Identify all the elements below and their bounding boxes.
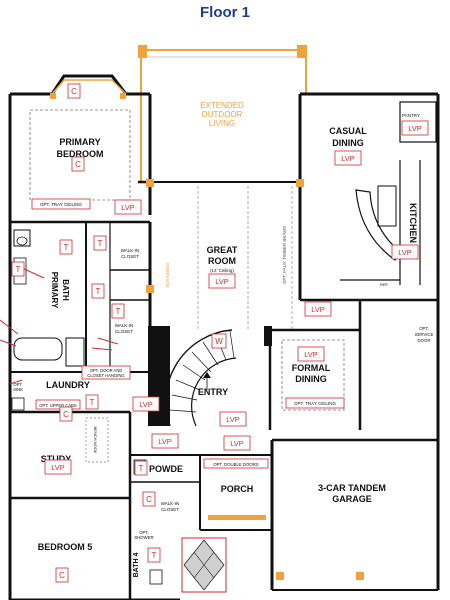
bedroom5-label: BEDROOM 5	[38, 542, 93, 552]
primary-bedroom: PRIMARY BEDROOM OPT. TRAY CEILING	[10, 74, 150, 210]
walkin-closet-2a: WALK-IN	[115, 323, 134, 328]
opt-faux-timber-beams: OPT. FAUX TIMBER BEAMS	[282, 226, 287, 284]
formal-dining: FORMAL DINING OPT. TRAY CEILING	[281, 339, 345, 411]
tile-tag-8: T	[152, 551, 157, 560]
walkin-closet-1b: CLOSET	[121, 254, 139, 259]
wood-tag: W	[215, 337, 223, 346]
porch: OPT. DOUBLE DOORS PORCH	[203, 458, 269, 520]
porch-label: PORCH	[221, 484, 254, 494]
opt-shower-2: SHOWER	[134, 535, 153, 540]
entry-tile-pattern	[181, 537, 227, 593]
primary-bedroom-label-1: PRIMARY	[59, 137, 100, 147]
ceiling-note: (14' Ceiling)	[210, 268, 234, 273]
lvp-tag-10: LVP	[158, 437, 172, 446]
service-door-1: OPT.	[419, 326, 429, 331]
primary-bath-label-1: PRIMARY	[50, 272, 59, 309]
lvp-tag-12: LVP	[51, 463, 65, 472]
study: BENCH NOOK STUDY	[41, 417, 109, 464]
primary-bath-label-2: BATH	[61, 279, 70, 301]
lvp-tags: LVP LVP LVP LVP LVP LVP LVP LVP LVP LVP …	[44, 120, 429, 475]
opening-markers	[146, 179, 364, 580]
opt-shower-1: OPT.	[139, 530, 149, 535]
opt-door-closet-2: CLOSET HANGING	[87, 373, 124, 378]
pantry-label: PANTRY	[402, 113, 420, 118]
laundry: LAUNDRY OPT. DOOR AND CLOSET HANGING OPT…	[11, 365, 131, 411]
opt-double-doors: OPT. DOUBLE DOORS	[213, 462, 258, 467]
lvp-tag-7: LVP	[304, 350, 318, 359]
walkin-closet-3b: CLOSET	[161, 507, 179, 512]
opt-tray-primary: OPT. TRAY CEILING	[40, 202, 83, 207]
lvp-tag-2: LVP	[408, 124, 422, 133]
lvp-tag-8: LVP	[139, 400, 153, 409]
opt-upper-cabs: OPT. UPPER CABS	[39, 403, 77, 408]
kitchen-label: KITCHEN	[408, 203, 418, 243]
service-door-3: DOOR	[418, 338, 431, 343]
casual-dining: CASUAL DINING	[329, 126, 367, 148]
laundry-label: LAUNDRY	[46, 380, 90, 390]
carpet-tag-3: C	[63, 410, 69, 419]
bench-nook-label: BENCH NOOK	[93, 427, 98, 454]
outdoor-label-2: OUTDOOR	[202, 110, 243, 119]
carpet-tag-5: C	[59, 571, 65, 580]
opt-tray-formal: OPT. TRAY CEILING	[294, 401, 337, 406]
outdoor-label-1: EXTENDED	[200, 101, 244, 110]
tile-tag-5: T	[116, 307, 121, 316]
walls	[8, 92, 440, 600]
study-label: STUDY	[41, 454, 72, 464]
lvp-tag-11: LVP	[230, 439, 244, 448]
walkin-closet-1a: WALK-IN	[121, 248, 140, 253]
opt-sink-2: SINK	[13, 387, 23, 392]
fireplace-label: FIREPLACE	[165, 262, 170, 287]
staircase	[148, 326, 272, 427]
lvp-tag-3: LVP	[341, 154, 355, 163]
lvp-tag-4: LVP	[398, 248, 412, 257]
carpet-tag-2: C	[75, 160, 81, 169]
powder-label: POWDE	[149, 464, 183, 474]
lvp-tag-9: LVP	[226, 415, 240, 424]
tile-tag-4: T	[96, 287, 101, 296]
ref-label: REF	[380, 282, 389, 287]
opt-sink-1: OPT.	[13, 382, 22, 387]
kitchen: PANTRY REF KITCHEN	[340, 101, 437, 287]
lvp-tag-6: LVP	[311, 305, 325, 314]
tile-tag-6: T	[90, 398, 95, 407]
great-room-label-1: GREAT	[207, 245, 238, 255]
lvp-tag-5: LVP	[215, 277, 229, 286]
entry-label: ENTRY	[198, 387, 228, 397]
great-room-label-2: ROOM	[208, 256, 236, 266]
extended-outdoor-living: EXTENDED OUTDOOR LIVING	[138, 45, 307, 182]
garage-label-2: GARAGE	[332, 494, 372, 504]
carpet-tag-4: C	[146, 495, 152, 504]
garage-label-1: 3-CAR TANDEM	[318, 483, 386, 493]
tile-tag-3: T	[16, 265, 21, 274]
tile-tag-1: T	[98, 239, 103, 248]
flooring-tags: C C C C C T T T T T T T T W	[11, 83, 227, 583]
bath4-label: BATH 4	[133, 553, 140, 578]
bedroom-5: BEDROOM 5	[38, 542, 93, 552]
tile-tag-7: T	[139, 464, 144, 473]
formal-dining-label-1: FORMAL	[292, 363, 331, 373]
carpet-tag-1: C	[71, 87, 77, 96]
primary-bath: PRIMARY BATH	[13, 229, 85, 367]
primary-bedroom-label-2: BEDROOM	[57, 149, 104, 159]
garage: 3-CAR TANDEM GARAGE OPT. SERVICE DOOR	[318, 326, 433, 504]
formal-dining-label-2: DINING	[295, 374, 327, 384]
annotation-arrows	[0, 267, 119, 385]
outdoor-label-3: LIVING	[209, 119, 235, 128]
bath-4: WALK-IN CLOSET OPT. SHOWER BATH 4	[133, 501, 180, 585]
floor-title: Floor 1	[199, 4, 250, 21]
walkin-closet-3a: WALK-IN	[161, 501, 180, 506]
lvp-tag-1: LVP	[121, 203, 135, 212]
tile-tag-2: T	[64, 243, 69, 252]
casual-dining-label-1: CASUAL	[329, 126, 367, 136]
opt-door-closet-1: OPT. DOOR AND	[90, 368, 123, 373]
walk-in-closet-primary: WALK-IN CLOSET WALK-IN CLOSET	[115, 248, 140, 334]
great-room: OPT. FAUX TIMBER BEAMS FIREPLACE GREAT R…	[165, 186, 293, 330]
walkin-closet-2b: CLOSET	[115, 329, 133, 334]
service-door-2: SERVICE	[415, 332, 434, 337]
casual-dining-label-2: DINING	[332, 138, 364, 148]
